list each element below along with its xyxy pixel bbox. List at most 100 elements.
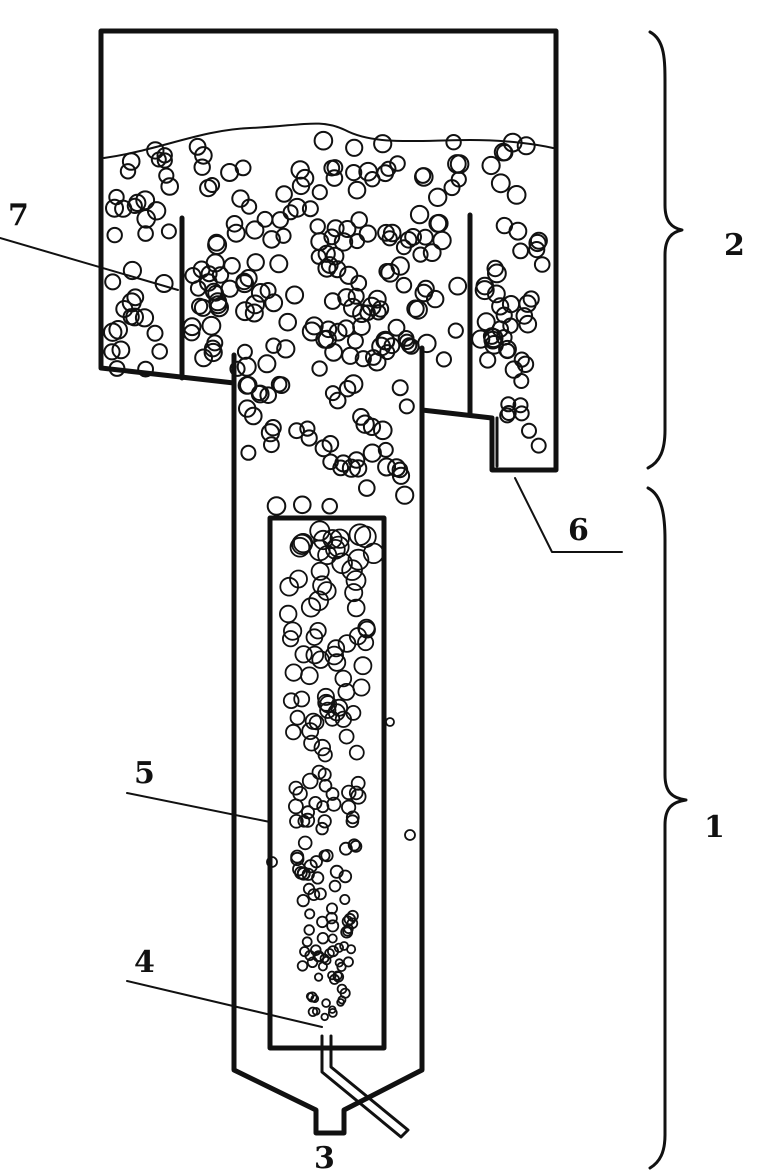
bubble	[225, 215, 244, 233]
bubble	[404, 228, 423, 246]
bubble	[292, 786, 308, 802]
bubble	[350, 211, 369, 229]
bubble	[305, 628, 324, 646]
bubble	[260, 423, 280, 443]
bubble	[313, 130, 334, 151]
bubble	[306, 991, 318, 1003]
bubble	[326, 919, 340, 933]
bubble	[290, 160, 310, 180]
bubble	[450, 171, 467, 188]
bubble	[348, 785, 364, 801]
bubble	[194, 146, 213, 165]
bubble	[339, 987, 351, 999]
bubble	[491, 297, 510, 316]
bubble	[367, 289, 387, 309]
bubble	[332, 459, 350, 477]
bubble	[417, 333, 437, 354]
bubble	[305, 645, 325, 665]
bubble	[398, 398, 415, 415]
bubble	[106, 226, 123, 244]
bubble	[240, 444, 257, 461]
label-3: 3	[314, 1141, 335, 1172]
bubble	[377, 441, 394, 458]
bubble	[263, 436, 280, 454]
bubble	[395, 276, 413, 294]
bubble	[134, 308, 155, 328]
bubble	[266, 496, 287, 516]
label-6: 6	[568, 513, 589, 548]
bubble	[300, 805, 315, 820]
bubble	[135, 190, 156, 211]
bubble	[487, 263, 507, 284]
bubble	[521, 422, 537, 439]
bubble	[323, 228, 341, 246]
bubble	[346, 598, 366, 618]
bubble	[332, 970, 343, 981]
bubble	[334, 669, 353, 688]
label-7: 7	[8, 198, 29, 233]
bubble	[501, 295, 521, 314]
bubble	[236, 343, 253, 360]
bubble	[245, 294, 266, 315]
bubble	[328, 322, 348, 342]
bubble	[362, 443, 382, 463]
bubble	[435, 351, 452, 368]
bubble	[513, 405, 530, 422]
bubble	[499, 342, 516, 360]
bubble	[324, 645, 345, 666]
bubble	[383, 337, 401, 355]
label-5: 5	[134, 756, 155, 791]
bubble	[282, 692, 300, 709]
bubble	[328, 1005, 337, 1014]
bubble	[338, 220, 357, 238]
bubble	[357, 634, 375, 652]
bubbles	[103, 130, 551, 1022]
bubble	[299, 420, 316, 437]
bubble	[239, 376, 258, 395]
bubble	[203, 342, 223, 363]
bubble	[426, 289, 445, 309]
bubble	[338, 380, 357, 398]
bubble	[317, 767, 332, 782]
bubble	[327, 933, 338, 944]
bubble	[321, 497, 339, 515]
bubble	[347, 451, 366, 469]
bubble	[238, 399, 257, 418]
bubble	[350, 274, 368, 292]
bubble	[447, 322, 464, 339]
bubble	[358, 161, 378, 182]
bubble	[342, 956, 354, 968]
bubble	[334, 958, 344, 968]
bubble	[308, 590, 330, 612]
draft-tube	[267, 515, 387, 1051]
bubble	[395, 239, 412, 256]
bubble	[137, 360, 155, 378]
bubble	[316, 915, 329, 929]
bubble	[108, 360, 126, 377]
bubble	[239, 269, 258, 288]
bubble	[262, 230, 281, 249]
bubble	[183, 324, 201, 342]
bubble	[111, 340, 131, 360]
bubble	[530, 437, 547, 454]
bubble	[301, 200, 319, 218]
bubble	[347, 287, 365, 305]
bubble	[288, 422, 306, 440]
bubble	[306, 956, 319, 969]
bubble	[499, 407, 516, 424]
bubble	[328, 391, 347, 410]
bubble	[276, 339, 296, 359]
bubble	[329, 864, 344, 879]
leader-4	[126, 980, 323, 1028]
bubble	[337, 319, 356, 338]
riser-column	[231, 345, 425, 1136]
bubble	[319, 695, 338, 714]
bubble	[344, 583, 364, 603]
bubble	[317, 961, 328, 972]
bubble	[390, 256, 410, 276]
bubble	[315, 821, 329, 836]
bubble	[282, 621, 303, 641]
bubble	[204, 177, 221, 193]
bubble	[207, 233, 226, 252]
bubble	[482, 327, 501, 345]
